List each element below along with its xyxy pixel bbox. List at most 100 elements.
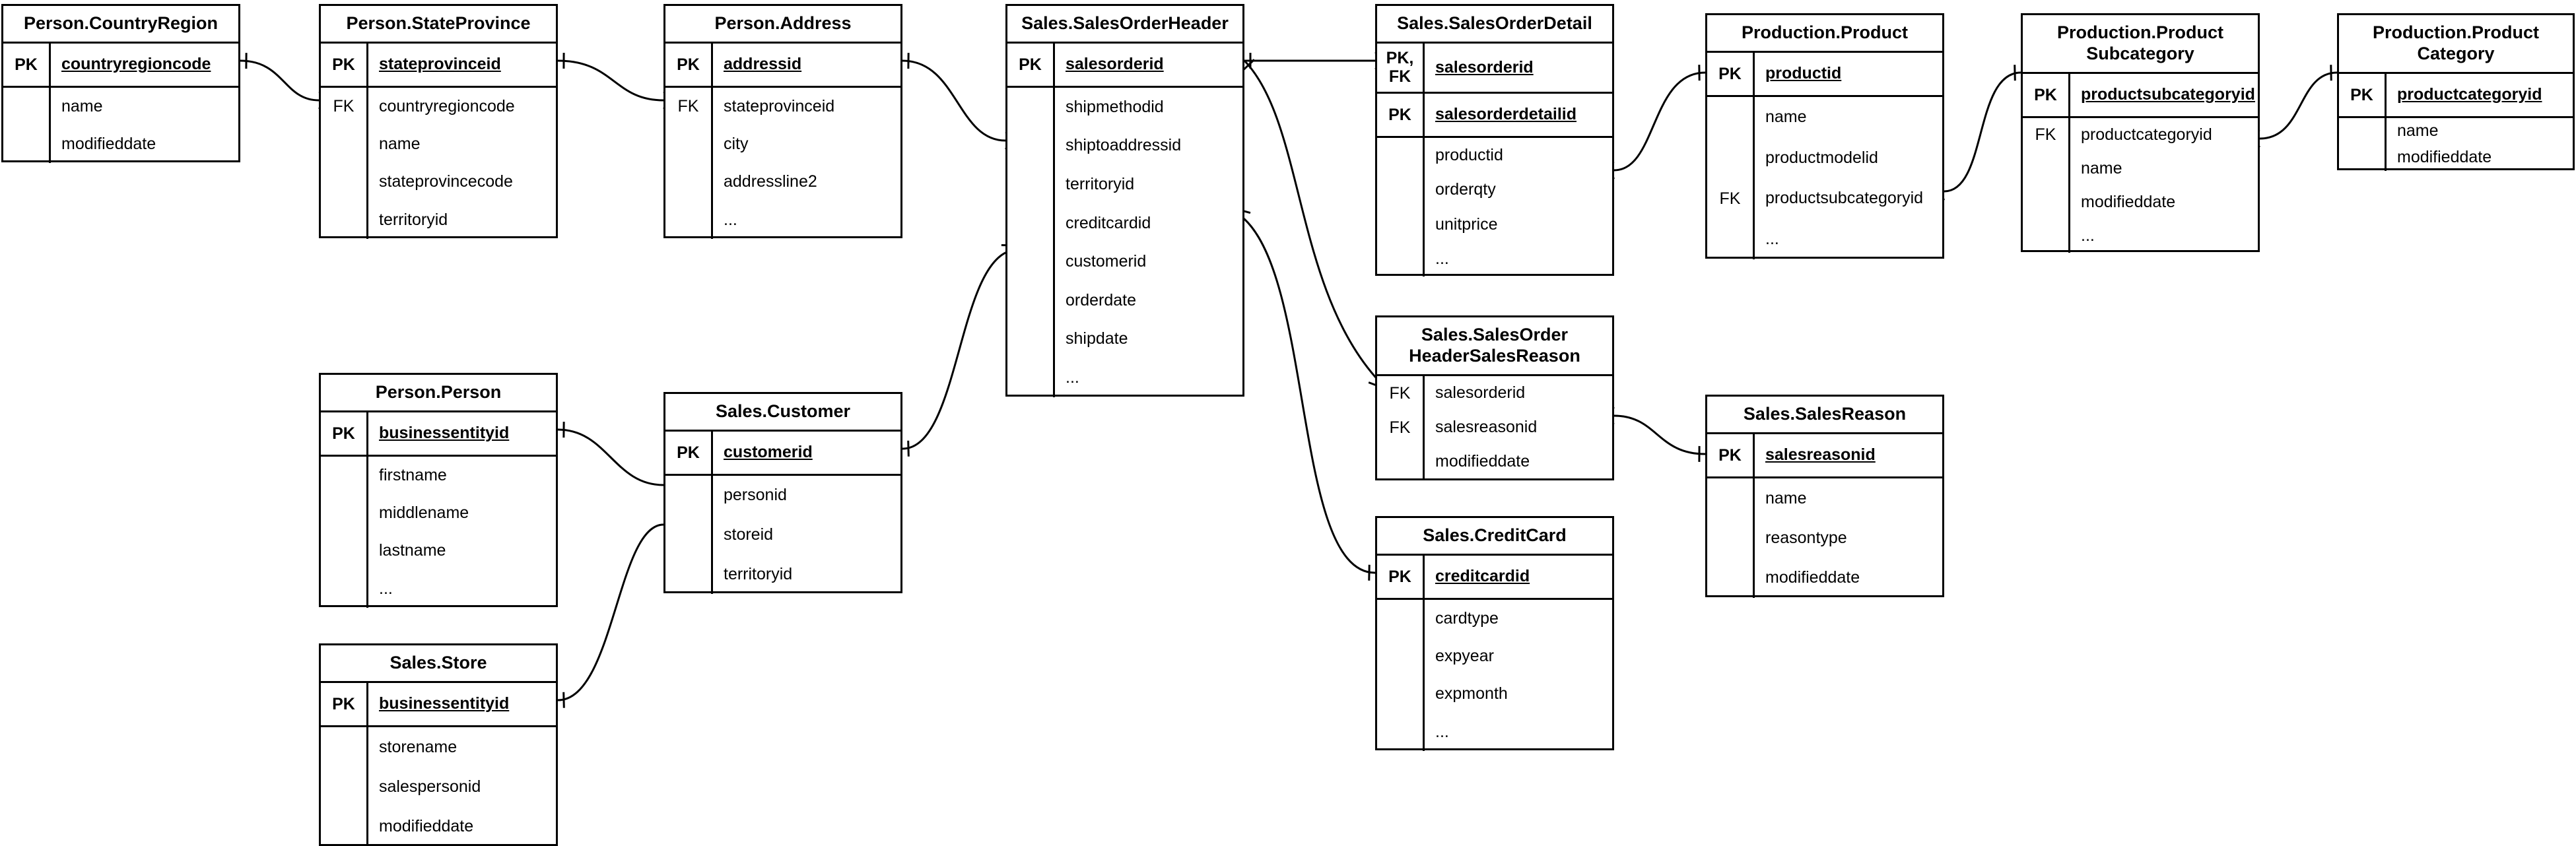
attribute-name: name (61, 96, 103, 115)
relationship-salesorderheader-to-salesorderdetail (1244, 51, 1392, 71)
attribute-row[interactable]: customerid (1007, 242, 1242, 281)
attribute-row[interactable]: shiptoaddressid (1007, 126, 1242, 166)
attribute-row[interactable]: firstname (321, 456, 556, 495)
attribute-row[interactable]: name (1707, 96, 1942, 138)
attribute-row[interactable]: ... (2023, 218, 2258, 253)
attribute-row[interactable]: cardtype (1377, 599, 1612, 638)
attribute-row[interactable]: stateprovincecode (321, 163, 556, 201)
attribute-name: firstname (379, 465, 447, 484)
attribute-row[interactable]: modifieddate (2339, 144, 2573, 171)
attribute-row[interactable]: name (3, 87, 238, 125)
key-marker (1007, 280, 1055, 320)
attribute-row[interactable]: ... (1707, 218, 1942, 259)
attribute-row[interactable]: storename (321, 727, 556, 767)
attribute-row[interactable]: territoryid (665, 554, 900, 594)
attribute-row[interactable]: modifieddate (2023, 185, 2258, 219)
entity-title: Production.Product Category (2339, 15, 2573, 74)
attribute-row[interactable]: territoryid (1007, 165, 1242, 204)
attribute-row[interactable]: ... (665, 201, 900, 239)
attribute-row[interactable]: name (2023, 151, 2258, 185)
attribute-name: countryregioncode (379, 96, 515, 115)
attribute-row[interactable]: creditcardid (1007, 203, 1242, 243)
relationship-line (1944, 71, 2021, 193)
key-marker (1707, 478, 1755, 519)
attribute-name: territoryid (379, 210, 448, 229)
attribute-row[interactable]: name (1707, 478, 1942, 519)
attribute-name: modifieddate (1765, 568, 1860, 587)
attribute-row[interactable]: expyear (1377, 637, 1612, 676)
attribute-row[interactable]: ... (1007, 358, 1242, 397)
attribute-row[interactable]: territoryid (321, 201, 556, 239)
attribute-row[interactable]: unitprice (1377, 207, 1612, 242)
attribute-row[interactable]: city (665, 125, 900, 164)
attribute-row[interactable]: storeid (665, 515, 900, 555)
attribute-row[interactable]: addressline2 (665, 163, 900, 201)
attribute-row[interactable]: ... (1377, 242, 1612, 277)
attribute-row[interactable]: salespersonid (321, 767, 556, 807)
attribute-name: shipmethodid (1066, 97, 1164, 116)
attribute-row[interactable]: name (2339, 117, 2573, 145)
attribute-row[interactable]: ... (1377, 713, 1612, 751)
entity-title: Production.Product Subcategory (2023, 15, 2258, 74)
attribute-row[interactable]: modifieddate (3, 125, 238, 163)
attribute-name: storename (379, 737, 458, 756)
attribute-row[interactable]: modifieddate (1377, 444, 1612, 479)
attribute-row[interactable]: modifieddate (1707, 558, 1942, 598)
attribute-row[interactable]: expmonth (1377, 675, 1612, 713)
relationship-stateprovince-to-address (557, 53, 680, 110)
attribute-name: productsubcategoryid (1765, 189, 1924, 208)
attribute-row[interactable]: ... (321, 569, 556, 608)
key-marker (1007, 319, 1055, 359)
attribute-row[interactable]: productmodelid (1707, 137, 1942, 178)
attribute-name: productcategoryid (2397, 85, 2542, 104)
attribute-row[interactable]: name (321, 125, 556, 164)
attribute-row[interactable]: shipdate (1007, 319, 1242, 359)
attribute-row[interactable]: lastname (321, 532, 556, 570)
attribute-row[interactable]: personid (665, 475, 900, 515)
attribute-row[interactable]: middlename (321, 494, 556, 533)
attribute-row[interactable]: shipmethodid (1007, 87, 1242, 127)
attribute-row[interactable]: orderqty (1377, 172, 1612, 207)
attribute-row[interactable]: modifieddate (321, 806, 556, 846)
attribute-row[interactable]: orderdate (1007, 280, 1242, 320)
attribute-row[interactable]: productid (1377, 137, 1612, 173)
attribute-row[interactable]: reasontype (1707, 518, 1942, 558)
attribute-name: territoryid (724, 564, 793, 583)
